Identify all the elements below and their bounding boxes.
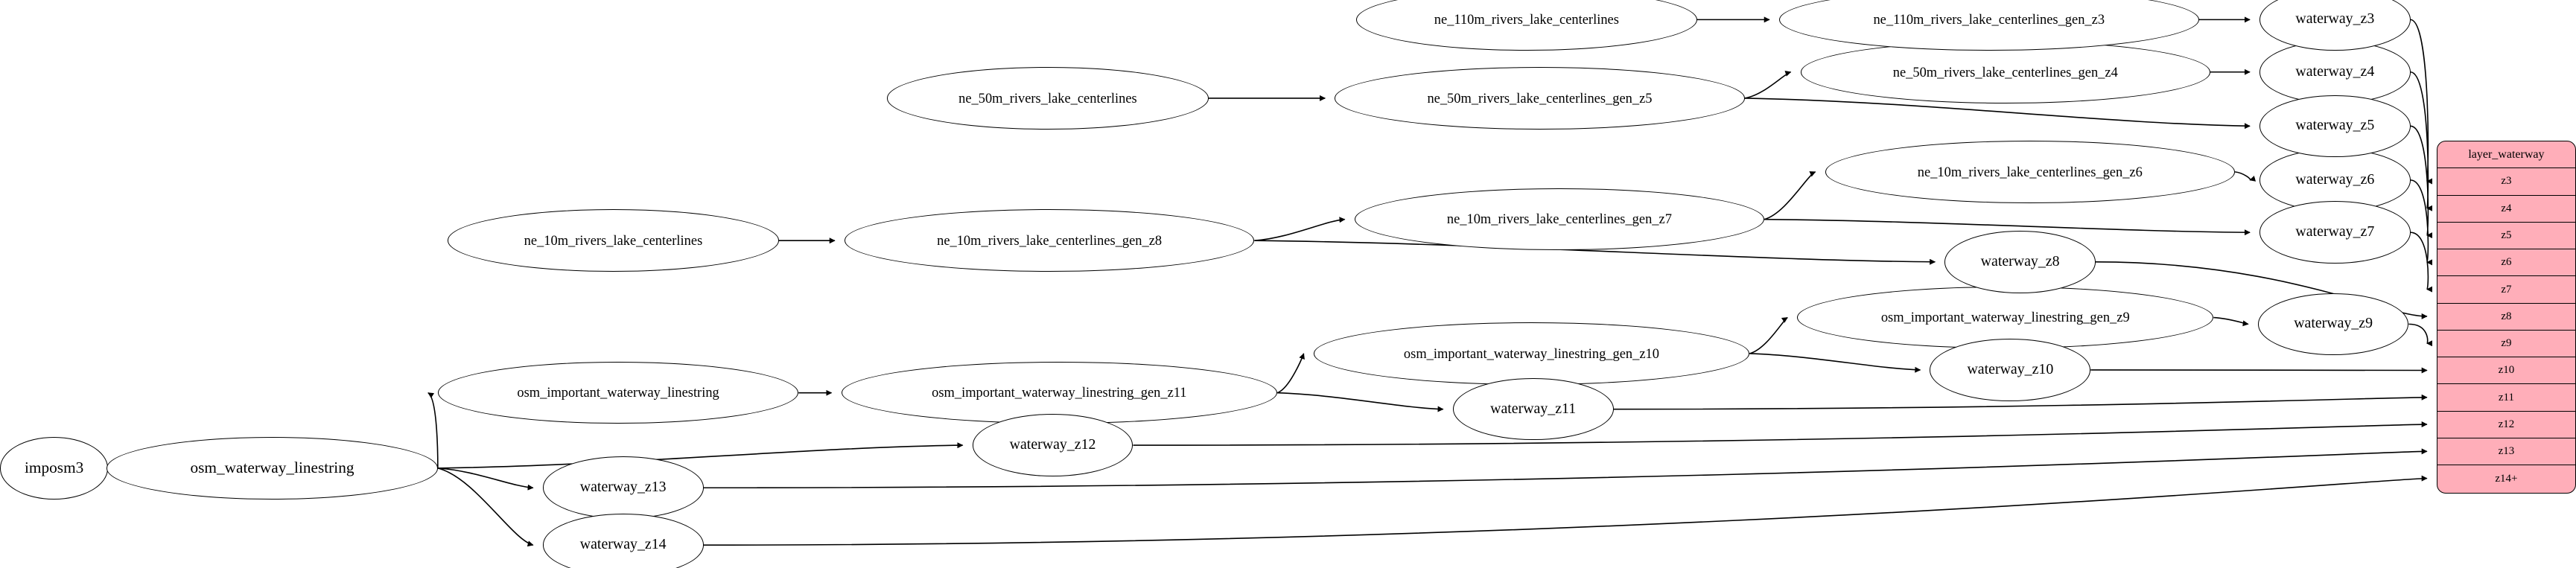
record-row-z7[interactable]: z7 [2437, 276, 2575, 304]
graph-node-label: osm_important_waterway_linestring_gen_z1… [1403, 345, 1659, 361]
graph-edge [704, 475, 2428, 546]
graph-edge [2408, 324, 2433, 347]
graph-edge [438, 468, 534, 491]
graph-edge [1764, 220, 2251, 236]
graph-node-label: waterway_z11 [1490, 400, 1577, 417]
graph-node-label: waterway_z3 [2295, 10, 2375, 28]
graph-node-ne10m_z7[interactable]: ne_10m_rivers_lake_centerlines_gen_z7 [1354, 188, 1765, 251]
record-row-z10[interactable]: z10 [2437, 357, 2575, 385]
graph-node-ww_z14[interactable]: waterway_z14 [542, 514, 704, 568]
graph-node-osm_imp_ww[interactable]: osm_important_waterway_linestring [437, 361, 799, 424]
graph-edge [1745, 98, 2251, 130]
graph-edge [2096, 262, 2428, 319]
graph-node-ww_z8[interactable]: waterway_z8 [1944, 231, 2096, 293]
graph-node-label: ne_50m_rivers_lake_centerlines_gen_z5 [1427, 90, 1653, 106]
graph-node-ne50m_z5[interactable]: ne_50m_rivers_lake_centerlines_gen_z5 [1335, 67, 1745, 130]
graph-edge [438, 442, 964, 468]
graph-node-label: ne_110m_rivers_lake_centerlines_gen_z3 [1873, 12, 2105, 28]
graph-node-ne110m[interactable]: ne_110m_rivers_lake_centerlines [1355, 0, 1697, 51]
graph-node-label: imposm3 [25, 459, 84, 477]
graph-edge [2213, 318, 2249, 327]
graph-node-label: waterway_z14 [579, 536, 667, 553]
graph-edge [704, 448, 2428, 488]
graph-node-ne50m[interactable]: ne_50m_rivers_lake_centerlines [887, 67, 1209, 130]
graph-node-ww_z9[interactable]: waterway_z9 [2257, 293, 2409, 356]
graph-node-ne10m_z6[interactable]: ne_10m_rivers_lake_centerlines_gen_z6 [1825, 141, 2236, 203]
graph-node-ne110m_z3[interactable]: ne_110m_rivers_lake_centerlines_gen_z3 [1778, 0, 2199, 51]
graph-node-label: waterway_z9 [2294, 315, 2373, 332]
record-row-z3[interactable]: z3 [2437, 168, 2575, 196]
graph-node-ww_z13[interactable]: waterway_z13 [542, 456, 704, 520]
graph-edge [438, 468, 534, 547]
graph-node-ww_z10[interactable]: waterway_z10 [1930, 339, 2091, 401]
graph-edge [2235, 172, 2257, 182]
graph-node-label: ne_10m_rivers_lake_centerlines [524, 232, 703, 248]
graph-edge [2090, 367, 2428, 374]
graph-node-label: ne_50m_rivers_lake_centerlines_gen_z4 [1892, 64, 2118, 80]
graph-node-ne10m[interactable]: ne_10m_rivers_lake_centerlines [448, 209, 779, 272]
graph-node-label: osm_waterway_linestring [190, 459, 354, 477]
graph-node-osm_imp_z10[interactable]: osm_important_waterway_linestring_gen_z1… [1313, 322, 1750, 385]
graph-edge [1254, 217, 1346, 241]
graph-edge [1764, 172, 1816, 220]
graph-node-label: osm_important_waterway_linestring [517, 385, 719, 401]
graph-node-ww_z11[interactable]: waterway_z11 [1452, 377, 1614, 441]
graph-edge [427, 393, 438, 468]
graph-edge [1277, 353, 1305, 393]
graph-node-ww_z7[interactable]: waterway_z7 [2259, 201, 2411, 264]
graph-node-label: ne_10m_rivers_lake_centerlines_gen_z6 [1917, 164, 2143, 179]
graph-edge [1133, 421, 2428, 445]
graph-node-label: waterway_z4 [2295, 63, 2375, 80]
graph-edge [2411, 232, 2433, 293]
graph-node-label: waterway_z6 [2295, 170, 2375, 188]
graph-node-label: ne_10m_rivers_lake_centerlines_gen_z8 [937, 232, 1163, 248]
graph-node-imposm3[interactable]: imposm3 [0, 437, 109, 500]
graph-node-label: waterway_z5 [2295, 117, 2375, 134]
record-row-z9[interactable]: z9 [2437, 331, 2575, 358]
graph-edge [1745, 70, 1792, 98]
graph-node-ww_z3[interactable]: waterway_z3 [2259, 0, 2411, 51]
graph-edge [2411, 19, 2433, 184]
graph-node-label: ne_110m_rivers_lake_centerlines [1434, 12, 1619, 28]
record-row-z12[interactable]: z12 [2437, 412, 2575, 439]
graph-node-label: waterway_z7 [2295, 223, 2375, 240]
graph-node-ne50m_z4[interactable]: ne_50m_rivers_lake_centerlines_gen_z4 [1800, 40, 2210, 103]
graph-node-label: waterway_z12 [1009, 436, 1096, 453]
graph-node-label: ne_10m_rivers_lake_centerlines_gen_z7 [1446, 211, 1672, 227]
graph-node-label: waterway_z8 [1980, 252, 2060, 269]
graph-node-osm_ww[interactable]: osm_waterway_linestring [106, 437, 438, 500]
graph-node-ww_z12[interactable]: waterway_z12 [972, 414, 1133, 476]
graph-node-ww_z4[interactable]: waterway_z4 [2259, 40, 2411, 103]
graph-edge [2411, 72, 2433, 211]
record-row-z8[interactable]: z8 [2437, 304, 2575, 331]
record-row-z14plus[interactable]: z14+ [2495, 472, 2518, 485]
graph-node-label: osm_important_waterway_linestring_gen_z1… [932, 385, 1187, 401]
graph-edge [1749, 354, 1921, 373]
graph-edge [1254, 240, 1936, 265]
record-row-z4[interactable]: z4 [2437, 196, 2575, 223]
record-header: layer_waterway [2437, 141, 2575, 169]
graph-node-ne10m_z8[interactable]: ne_10m_rivers_lake_centerlines_gen_z8 [844, 209, 1255, 272]
record-row-z13[interactable]: z13 [2437, 438, 2575, 466]
graph-node-label: waterway_z10 [1967, 360, 2054, 377]
record-row-z6[interactable]: z6 [2437, 249, 2575, 277]
graph-node-ww_z5[interactable]: waterway_z5 [2259, 95, 2411, 158]
graph-node-label: waterway_z13 [579, 479, 667, 496]
graph-edge [1614, 394, 2428, 409]
graph-edge [1277, 393, 1444, 412]
record-row-z11[interactable]: z11 [2437, 384, 2575, 412]
graph-node-label: osm_important_waterway_linestring_gen_z9 [1880, 310, 2130, 325]
graph-edge [1749, 318, 1788, 354]
graph-node-label: ne_50m_rivers_lake_centerlines [958, 90, 1137, 106]
record-row-z5[interactable]: z5 [2437, 223, 2575, 250]
